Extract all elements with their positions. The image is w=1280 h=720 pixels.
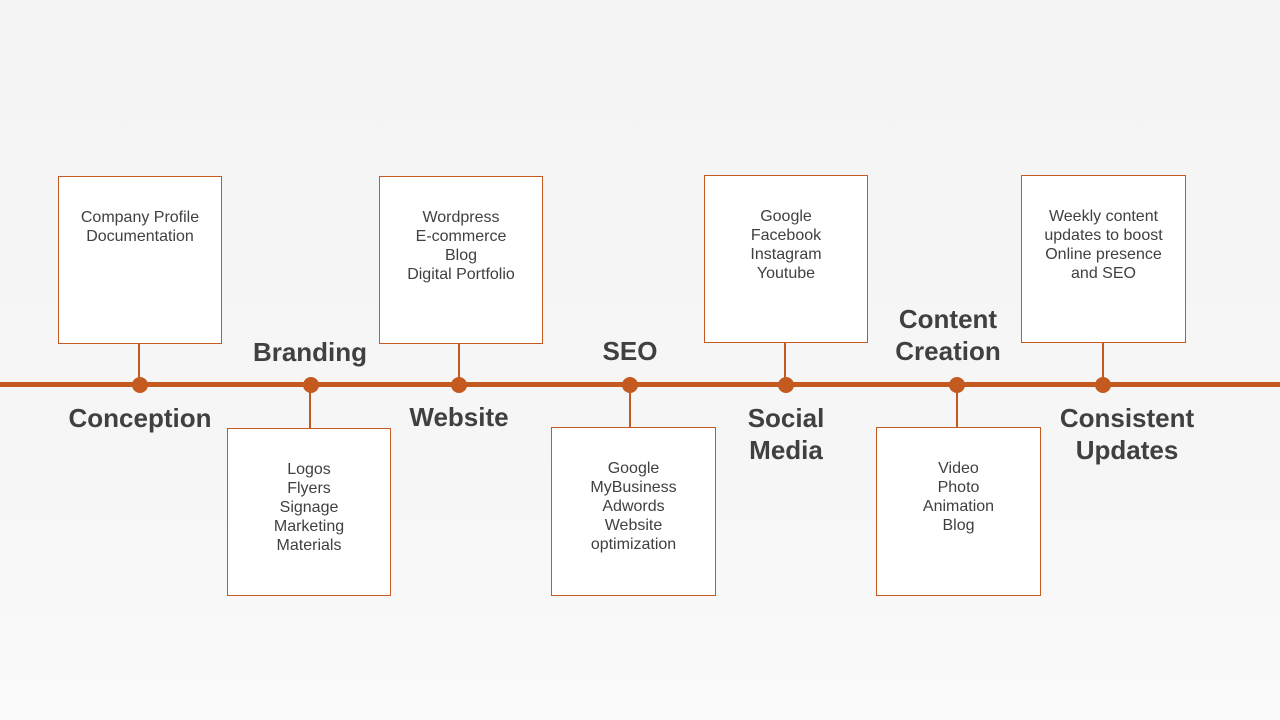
box-line: Blog bbox=[444, 247, 478, 264]
milestone-box-consistent-updates: Weekly content updates to boost Online p… bbox=[1021, 175, 1186, 343]
box-line: Google bbox=[760, 208, 812, 225]
connector-conception bbox=[138, 344, 140, 384]
milestone-box-seo: Google MyBusiness Adwords Website optimi… bbox=[551, 427, 716, 596]
connector-consistent-updates bbox=[1102, 343, 1104, 384]
timeline-dot-social-media bbox=[778, 377, 794, 393]
milestone-box-website: Wordpress E-commerce Blog Digital Portfo… bbox=[379, 176, 543, 344]
box-line: Youtube bbox=[756, 265, 816, 282]
milestone-label-branding: Branding bbox=[252, 337, 368, 367]
milestone-label-consistent-updates: Consistent Updates bbox=[1059, 403, 1195, 465]
milestone-box-social-media: Google Facebook Instagram Youtube bbox=[704, 175, 868, 343]
milestone-label-social-media: Social Media bbox=[747, 403, 825, 465]
connector-social-media bbox=[784, 343, 786, 384]
timeline-dot-conception bbox=[132, 377, 148, 393]
box-line: Digital Portfolio bbox=[407, 266, 515, 283]
box-line: MyBusiness bbox=[590, 479, 677, 496]
connector-website bbox=[458, 344, 460, 384]
milestone-box-content-creation: Video Photo Animation Blog bbox=[876, 427, 1041, 596]
timeline-dot-consistent-updates bbox=[1095, 377, 1111, 393]
box-line: Blog bbox=[942, 517, 975, 534]
box-line: Wordpress bbox=[422, 209, 500, 226]
timeline-dot-branding bbox=[303, 377, 319, 393]
box-line: Weekly content bbox=[1048, 208, 1159, 225]
timeline-axis bbox=[0, 382, 1280, 387]
connector-branding bbox=[309, 386, 311, 428]
box-line: Marketing bbox=[273, 518, 345, 535]
box-line: Adwords bbox=[602, 498, 665, 515]
milestone-label-conception: Conception bbox=[68, 403, 212, 433]
milestone-label-seo: SEO bbox=[602, 336, 658, 366]
connector-seo bbox=[629, 386, 631, 428]
box-line: Materials bbox=[276, 537, 342, 554]
box-line: Google bbox=[607, 460, 660, 477]
box-line: Animation bbox=[922, 498, 995, 515]
box-line: Photo bbox=[937, 479, 980, 496]
milestone-box-conception: Company Profile Documentation bbox=[58, 176, 222, 344]
box-line: Video bbox=[938, 460, 979, 477]
box-line: Signage bbox=[279, 499, 339, 516]
milestone-label-website: Website bbox=[409, 402, 509, 432]
timeline-dot-website bbox=[451, 377, 467, 393]
box-line: Flyers bbox=[287, 480, 331, 497]
box-line: Website bbox=[604, 517, 663, 534]
box-line: E-commerce bbox=[415, 228, 507, 245]
timeline-dot-seo bbox=[622, 377, 638, 393]
box-line: optimization bbox=[590, 536, 677, 553]
box-line: Documentation bbox=[86, 228, 194, 245]
milestone-label-content-creation: Content Creation bbox=[895, 304, 1001, 366]
box-line: Instagram bbox=[750, 246, 822, 263]
milestone-box-branding: Logos Flyers Signage Marketing Materials bbox=[227, 428, 391, 596]
timeline-dot-content-creation bbox=[949, 377, 965, 393]
box-line: and SEO bbox=[1071, 265, 1136, 282]
connector-content-creation bbox=[956, 386, 958, 428]
box-line: Logos bbox=[287, 461, 331, 478]
box-line: Company Profile bbox=[80, 209, 200, 226]
box-line: updates to boost bbox=[1044, 227, 1163, 244]
box-line: Facebook bbox=[750, 227, 822, 244]
box-line: Online presence bbox=[1045, 246, 1162, 263]
